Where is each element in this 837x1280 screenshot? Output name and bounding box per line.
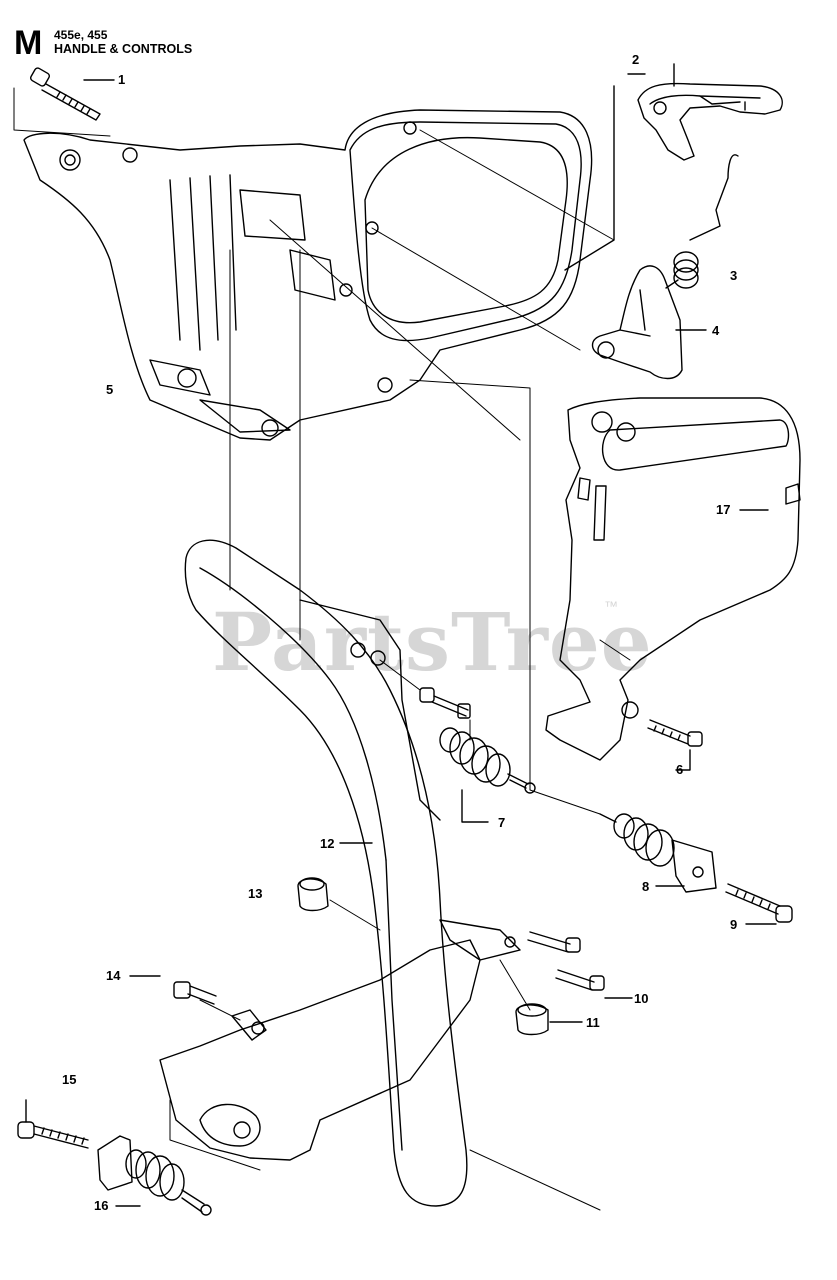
part-16-av-spring[interactable] [97,1135,212,1216]
part-4-throttle-lockout[interactable] [591,265,683,380]
callout-1: 1 [118,72,126,87]
section-title: HANDLE & CONTROLS [54,42,193,56]
callout-15: 15 [62,1072,77,1087]
part-17-side-cover[interactable] [545,397,801,761]
part-10-screws[interactable] [527,931,605,991]
leader-6 [675,749,691,771]
model-numbers: 455e, 455 [54,28,108,42]
callout-6: 6 [676,762,684,777]
callout-10: 10 [634,991,649,1006]
part-1-screw[interactable] [29,67,101,121]
screw-upper-front[interactable] [419,687,471,719]
part-2-throttle-trigger[interactable] [637,63,783,161]
callout-12: 12 [320,836,335,851]
callout-2: 2 [632,52,640,67]
leader-2 [564,73,646,271]
callout-11: 11 [586,1015,600,1030]
callout-13: 13 [248,886,263,901]
callout-3: 3 [730,268,738,283]
part-5-rear-handle-housing[interactable] [23,109,593,441]
part-12-front-handle[interactable] [184,539,468,1207]
watermark-trademark: ™ [604,598,618,614]
watermark: PartsTree [212,595,653,689]
part-13-bushing[interactable] [297,877,329,912]
part-6-screw[interactable] [647,719,703,747]
explosion-lines [13,87,631,1211]
part-14-screw[interactable] [173,981,217,1005]
callout-5: 5 [106,382,114,397]
callout-8: 8 [642,879,650,894]
part-3-spring[interactable] [665,154,739,289]
callout-9: 9 [730,917,738,932]
section-letter: M [14,24,43,62]
part-11-bushing[interactable] [515,1003,549,1036]
part-9-screw[interactable] [725,883,793,923]
callout-4: 4 [712,323,720,338]
callout-14: 14 [106,968,121,983]
part-8-av-spring-plate[interactable] [599,813,717,893]
leader-7 [461,789,489,823]
lower-bracket[interactable] [159,919,521,1161]
callout-7: 7 [498,815,506,830]
part-15-screw[interactable] [17,1121,89,1149]
callout-17: 17 [716,502,731,517]
part-7-av-spring[interactable] [439,727,536,794]
callout-16: 16 [94,1198,109,1213]
